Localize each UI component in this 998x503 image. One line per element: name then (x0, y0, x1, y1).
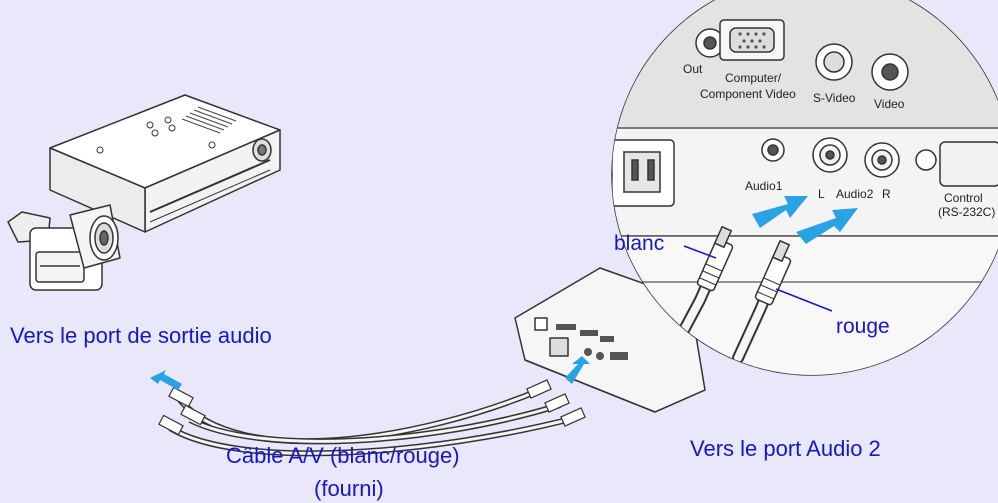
cable-label: Câble A/V (blanc/rouge) (226, 443, 460, 468)
arrow-to-source (150, 370, 182, 390)
port-label-audio2: Audio2 (836, 187, 874, 201)
audio-output-label: Vers le port de sortie audio (10, 323, 272, 348)
port-label-component-video: Component Video (700, 87, 796, 101)
magnified-port-view: Out Computer/ Component Video S-Video Vi… (611, 0, 998, 376)
audio2-input-label: Vers le port Audio 2 (690, 436, 881, 461)
port-label-l: L (818, 187, 825, 201)
red-plug-label: rouge (836, 315, 890, 338)
port-label-audio1: Audio1 (745, 179, 783, 193)
cable-supplied-label: (fourni) (314, 476, 384, 501)
projector-icon (514, 267, 706, 413)
arrow-to-projector (565, 356, 590, 384)
port-label-out: Out (683, 62, 703, 76)
port-label-video: Video (874, 97, 905, 111)
rca-cable-icon (158, 379, 586, 457)
white-pointer-line (683, 245, 717, 259)
port-label-svideo: S-Video (813, 91, 856, 105)
red-rca-plug-icon (732, 239, 792, 364)
port-label-r: R (882, 187, 891, 201)
port-label-rs232: (RS-232C) (938, 205, 995, 219)
vcr-icon (49, 94, 281, 233)
white-plug-label: blanc (614, 232, 665, 255)
arrow-white-plug (752, 196, 808, 228)
arrow-red-plug (796, 208, 858, 244)
port-label-control: Control (944, 191, 983, 205)
camcorder-icon (7, 204, 121, 291)
port-label-computer: Computer/ (725, 71, 782, 85)
red-pointer-line (775, 288, 833, 312)
